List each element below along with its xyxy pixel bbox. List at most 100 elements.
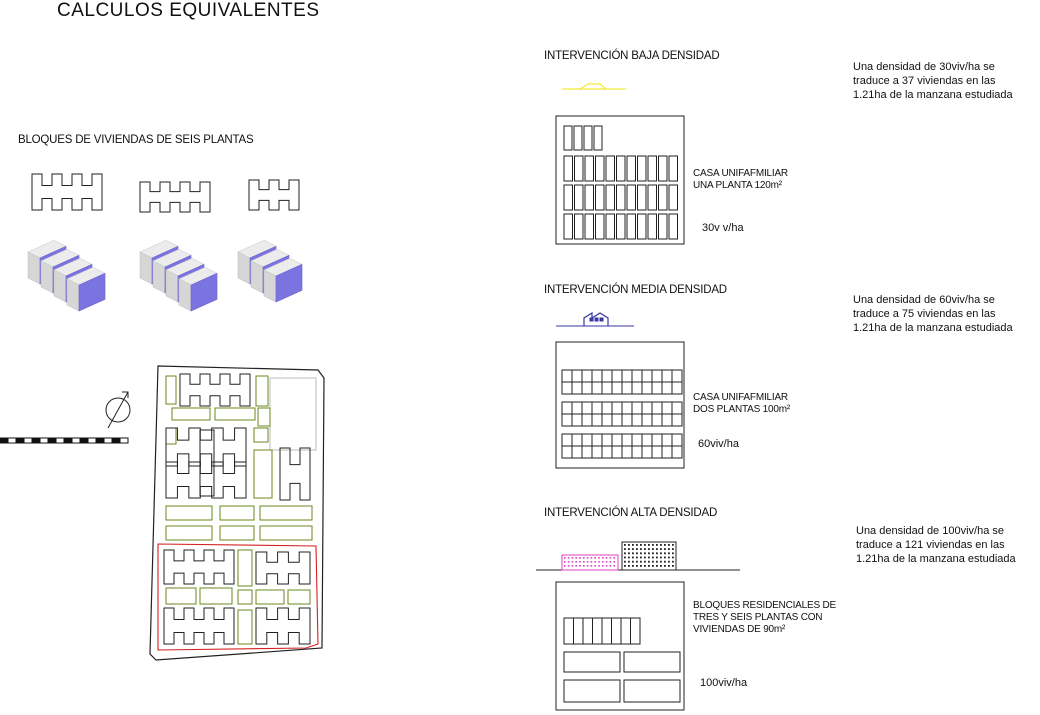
window-dot bbox=[609, 557, 612, 559]
house-unit bbox=[658, 184, 668, 211]
medium-density-label: CASA UNIFAFMILIAR DOS PLANTAS 100m² bbox=[693, 392, 791, 415]
window-dot bbox=[590, 565, 593, 567]
green-area bbox=[171, 407, 211, 421]
window-dot bbox=[609, 565, 612, 567]
house-unit bbox=[651, 369, 663, 383]
house-unit bbox=[631, 381, 643, 395]
house-unit bbox=[581, 401, 593, 415]
iso-left bbox=[165, 269, 179, 303]
house-unit bbox=[563, 155, 573, 182]
window-dot bbox=[602, 561, 604, 563]
iso-left bbox=[53, 269, 67, 303]
window-dot bbox=[590, 561, 593, 563]
house-unit bbox=[631, 433, 643, 447]
window-dot bbox=[668, 556, 670, 559]
window-dot bbox=[672, 544, 674, 546]
house-unit bbox=[591, 369, 603, 383]
house-unit bbox=[668, 213, 678, 240]
house-unit bbox=[581, 381, 593, 395]
window-dot bbox=[628, 548, 630, 550]
window-dot bbox=[656, 548, 658, 550]
window-dot bbox=[628, 565, 630, 567]
house-unit bbox=[631, 401, 643, 415]
house-unit bbox=[571, 369, 583, 383]
house-unit bbox=[561, 445, 573, 459]
house-unit bbox=[574, 155, 584, 182]
window-dot bbox=[564, 565, 566, 567]
house-unit bbox=[641, 369, 653, 383]
window-dot bbox=[575, 565, 577, 567]
compass-circle bbox=[105, 397, 131, 423]
window-dot bbox=[672, 560, 674, 563]
green-area bbox=[219, 505, 255, 521]
window-dot bbox=[632, 560, 634, 563]
green-area bbox=[237, 609, 253, 645]
housing-unit bbox=[630, 617, 641, 645]
house-unit bbox=[593, 125, 603, 151]
window-dot bbox=[579, 561, 581, 563]
window-dot bbox=[672, 565, 674, 567]
house-unit bbox=[651, 433, 663, 447]
scale-bar-segment bbox=[31, 437, 41, 444]
window-dot bbox=[648, 548, 650, 550]
block-plan-c bbox=[248, 179, 300, 211]
block-isometric-views bbox=[27, 239, 303, 312]
house-unit bbox=[651, 413, 663, 427]
scale-bar-segment bbox=[63, 437, 73, 444]
window-dot bbox=[652, 556, 654, 559]
house-unit bbox=[621, 401, 633, 415]
low-density-label: CASA UNIFAFMILIAR UNA PLANTA 120m² bbox=[693, 168, 788, 191]
medium-density-value: 60viv/ha bbox=[698, 438, 739, 450]
house-unit bbox=[571, 445, 583, 459]
window-dot bbox=[660, 556, 662, 559]
iso-left bbox=[27, 251, 41, 285]
window-dot bbox=[624, 565, 626, 567]
window-dot bbox=[644, 548, 646, 550]
house-unit bbox=[591, 381, 603, 395]
window-dot bbox=[583, 565, 585, 567]
house-unit bbox=[668, 155, 678, 182]
window-dot bbox=[640, 556, 642, 559]
window-dot bbox=[648, 552, 650, 555]
window-dot bbox=[613, 557, 615, 559]
high-density-heading: INTERVENCIÓN ALTA DENSIDAD bbox=[544, 507, 718, 519]
house-unit bbox=[637, 213, 647, 240]
green-area bbox=[259, 505, 313, 521]
window-dot bbox=[586, 565, 589, 567]
window-dot bbox=[628, 552, 630, 555]
block-plan-b bbox=[139, 181, 211, 213]
window-dot bbox=[668, 548, 670, 550]
iso-left bbox=[66, 278, 80, 312]
green-area bbox=[287, 589, 311, 605]
scale-bar-segment bbox=[95, 437, 105, 444]
green-area bbox=[255, 589, 285, 605]
green-area bbox=[257, 407, 271, 427]
house-unit bbox=[601, 401, 613, 415]
house-unit bbox=[641, 401, 653, 415]
site-block bbox=[255, 607, 311, 645]
site-block bbox=[163, 607, 235, 645]
window-dot bbox=[664, 548, 666, 550]
low-density-heading: INTERVENCIÓN BAJA DENSIDAD bbox=[544, 50, 720, 62]
window-dot bbox=[586, 557, 589, 559]
housing-unit bbox=[620, 617, 631, 645]
window-dot bbox=[564, 557, 566, 559]
house-unit bbox=[601, 433, 613, 447]
house-unit bbox=[611, 381, 623, 395]
house-unit bbox=[581, 369, 593, 383]
housing-block bbox=[563, 679, 621, 703]
iso-left bbox=[139, 251, 153, 285]
house-unit bbox=[637, 155, 647, 182]
iso-right bbox=[190, 272, 218, 312]
window-dot bbox=[586, 561, 589, 563]
blocks-heading: BLOQUES DE VIVIENDAS DE SEIS PLANTAS bbox=[18, 134, 254, 146]
house-unit bbox=[641, 381, 653, 395]
house-unit bbox=[563, 184, 573, 211]
window-dot bbox=[636, 552, 638, 555]
house-unit bbox=[571, 413, 583, 427]
low-density-value: 30v v/ha bbox=[702, 222, 744, 234]
window-dot bbox=[571, 557, 574, 559]
house-unit bbox=[574, 184, 584, 211]
house-unit bbox=[581, 433, 593, 447]
